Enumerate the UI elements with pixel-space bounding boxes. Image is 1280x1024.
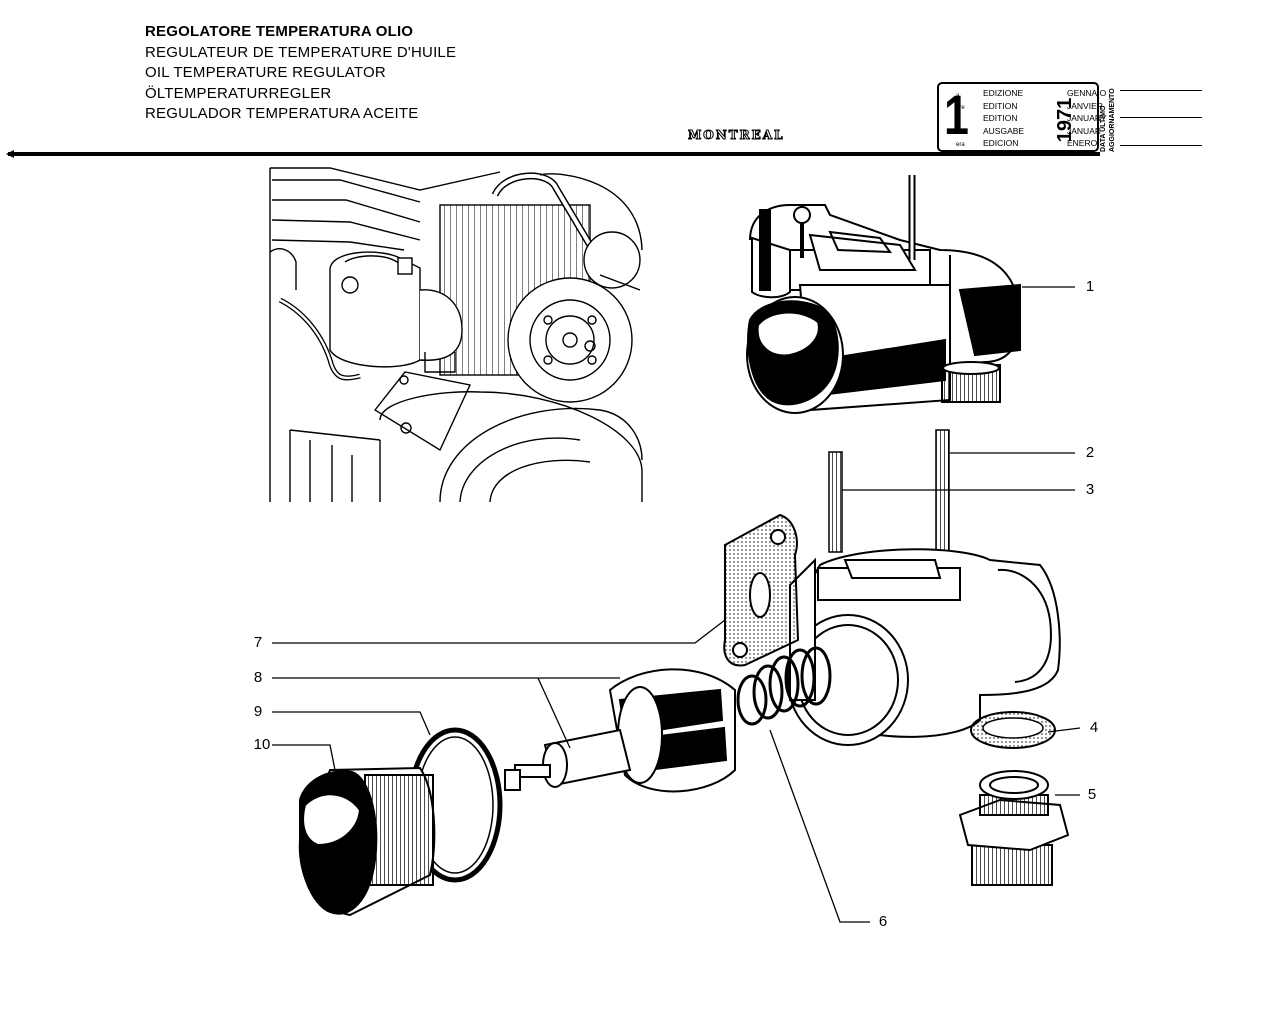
update-line xyxy=(1120,117,1202,118)
edition-label: EDITION xyxy=(983,100,1018,111)
edition-box: 1 a ere st . era EDIZIONE EDITION EDITIO… xyxy=(937,82,1107,152)
callout-9: 9 xyxy=(253,703,263,720)
edition-month: JANVIER xyxy=(1067,100,1103,111)
edition-suffixes: a ere st . era xyxy=(956,90,965,151)
edition-month: ENERO xyxy=(1067,138,1098,148)
edition-month: JANUARY xyxy=(1067,113,1107,123)
title-english: OIL TEMPERATURE REGULATOR xyxy=(145,64,386,81)
leader-lines xyxy=(272,286,1081,923)
edition-suffix: . xyxy=(956,129,958,136)
edition-month: JANUAR xyxy=(1067,125,1102,136)
edition-label: AUSGABE xyxy=(983,125,1025,136)
part-8-thermostat-element xyxy=(504,668,736,793)
edition-label: EDITION xyxy=(983,113,1018,123)
callout-10: 10 xyxy=(253,736,271,753)
edition-suffix: ere xyxy=(956,105,965,112)
edition-months: GENNAIO JANVIER JANUARY JANUAR ENERO xyxy=(1067,87,1107,150)
update-line xyxy=(1120,145,1202,146)
title-italian: REGOLATORE TEMPERATURA OLIO xyxy=(145,23,414,40)
callout-4: 4 xyxy=(1089,719,1099,736)
callout-1: 1 xyxy=(1085,278,1095,295)
header-rule xyxy=(8,152,1100,156)
update-line xyxy=(1120,90,1202,91)
callout-6: 6 xyxy=(878,913,888,930)
part-1-assembled-regulator xyxy=(746,175,1022,414)
edition-month: GENNAIO xyxy=(1067,88,1107,98)
callout-2: 2 xyxy=(1085,444,1095,461)
edition-suffix: a xyxy=(956,93,960,99)
brand-logo: MONTREAL xyxy=(688,128,785,143)
edition-label: EDIZIONE xyxy=(983,88,1024,98)
edition-label: EDICION xyxy=(983,138,1019,148)
callout-3: 3 xyxy=(1085,481,1095,498)
title-german: ÖLTEMPERATURREGLER xyxy=(145,84,332,102)
callout-8: 8 xyxy=(253,669,263,686)
part-2-3-studs xyxy=(828,429,950,553)
title-spanish: REGULADOR TEMPERATURA ACEITE xyxy=(145,105,419,122)
part-10-plug-cap xyxy=(298,766,436,917)
title-french: REGULATEUR DE TEMPERATURE D'HUILE xyxy=(145,43,457,61)
edition-number: 1 xyxy=(944,83,969,146)
callout-7: 7 xyxy=(253,634,263,651)
edition-suffix: st xyxy=(956,117,961,124)
part-5-union-nipple xyxy=(958,770,1070,886)
callout-5: 5 xyxy=(1087,786,1097,803)
part-6-springs xyxy=(736,646,832,726)
edition-labels: EDIZIONE EDITION EDITION AUSGABE EDICION xyxy=(983,87,1024,150)
part-7-gasket xyxy=(723,513,800,667)
title-block: REGOLATORE TEMPERATURA OLIO REGULATEUR D… xyxy=(145,22,456,125)
part-4-sealing-washer xyxy=(970,711,1056,749)
engine-bay-inset xyxy=(269,167,643,503)
edition-suffix: era xyxy=(956,142,965,149)
